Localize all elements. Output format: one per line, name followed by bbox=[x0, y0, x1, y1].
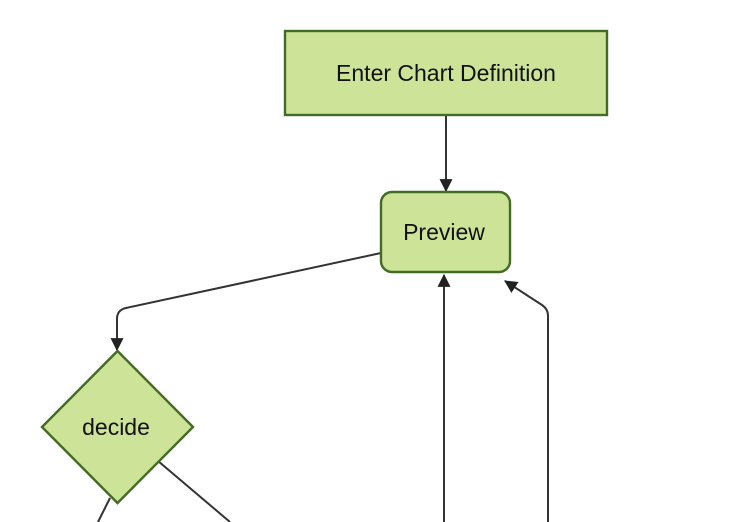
edge-preview-to-decide bbox=[110, 252, 382, 352]
edge-decide-to-offscreen-bottom-left bbox=[97, 497, 111, 522]
edge-offscreen-bottom-right-to-preview bbox=[504, 280, 549, 522]
node-decide: decide bbox=[40, 349, 195, 505]
node-preview-label: Preview bbox=[403, 219, 485, 245]
node-enter-chart-definition-shape bbox=[283, 29, 609, 117]
node-preview-shape bbox=[379, 190, 512, 274]
node-decide-label: decide bbox=[82, 414, 150, 440]
node-enter-chart-definition-label: Enter Chart Definition bbox=[336, 60, 556, 86]
node-enter-chart-definition: Enter Chart Definition bbox=[283, 29, 609, 117]
node-decide-shape bbox=[40, 349, 195, 505]
node-preview: Preview bbox=[379, 190, 512, 274]
edge-decide-to-offscreen-bottom-right bbox=[157, 460, 231, 522]
